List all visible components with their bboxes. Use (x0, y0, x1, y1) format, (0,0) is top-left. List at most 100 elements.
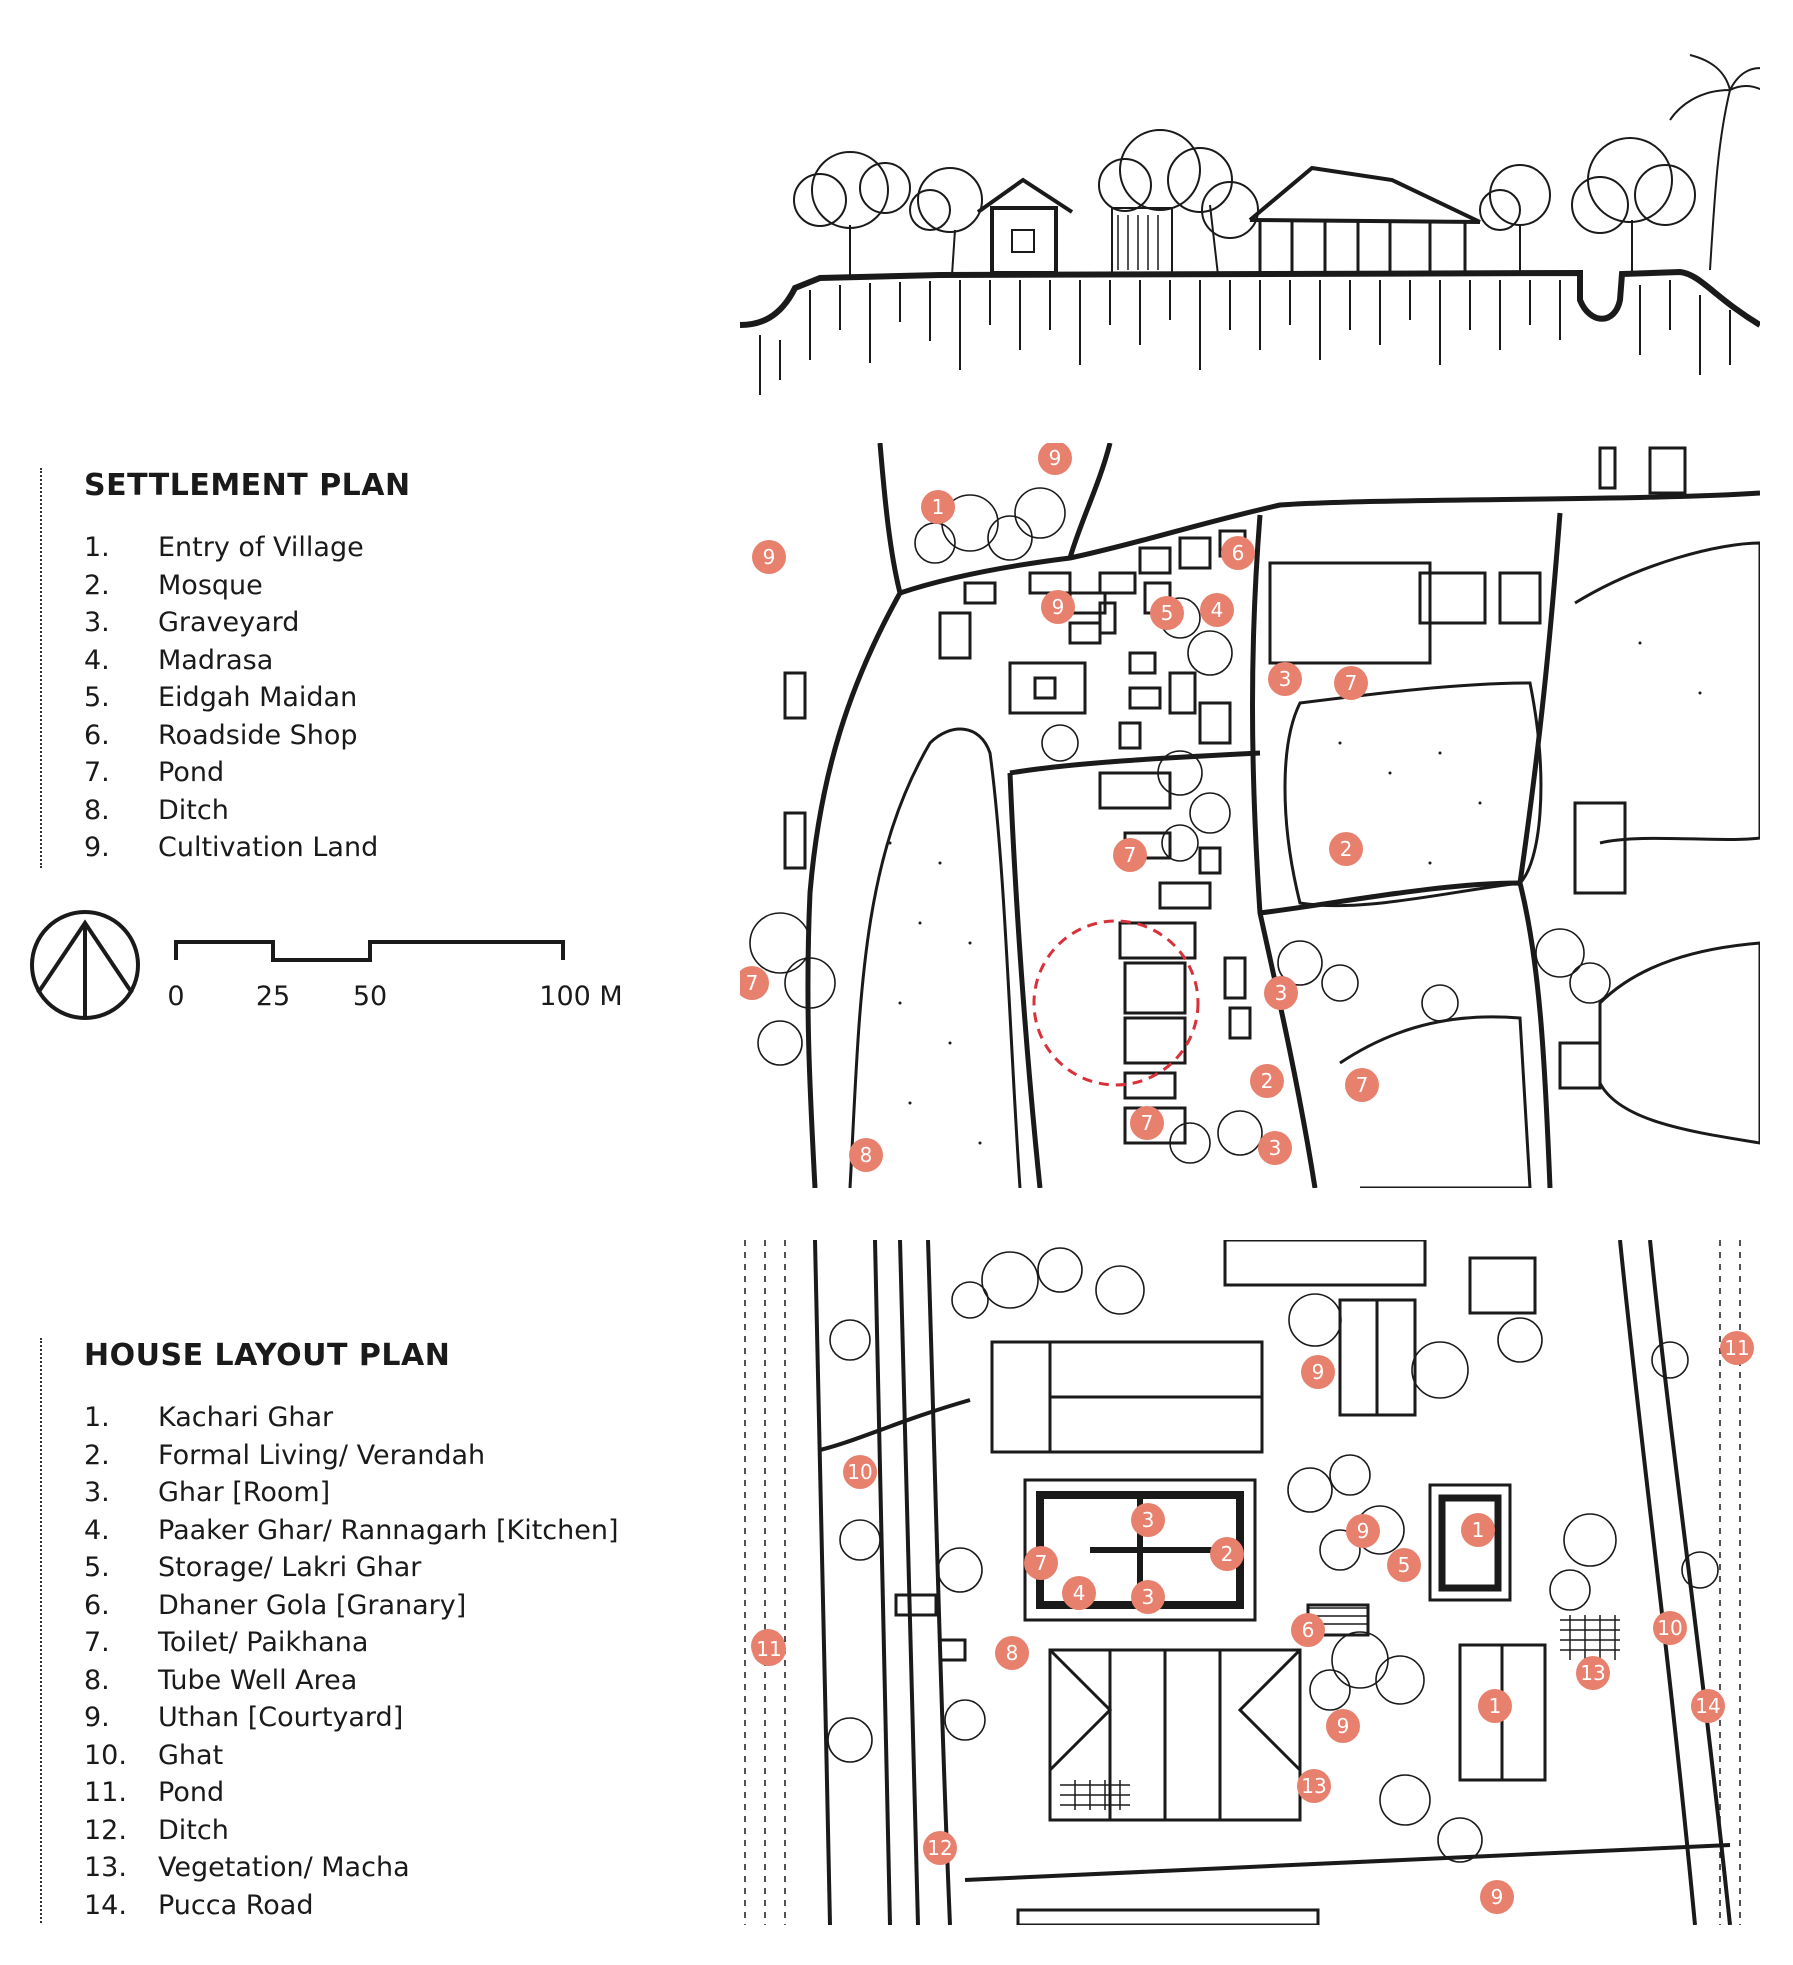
svg-text:1: 1 (1489, 1694, 1502, 1718)
legend-item: 14.Pucca Road (84, 1889, 314, 1921)
svg-text:7: 7 (1141, 1111, 1154, 1135)
svg-text:7: 7 (746, 971, 759, 995)
svg-text:5: 5 (1398, 1553, 1411, 1577)
tree-canopy (793, 54, 1760, 276)
legend-item: 13.Vegetation/ Macha (84, 1852, 410, 1883)
marker-badge: 11 (751, 1629, 785, 1663)
road-lines (813, 1240, 1732, 1925)
marker-badge: 4 (1062, 1576, 1096, 1610)
marker-badge: 9 (1301, 1355, 1335, 1389)
marker-badge: 3 (1258, 1131, 1292, 1165)
settlement-legend: SETTLEMENT PLAN 1.Entry of Village 2.Mos… (40, 468, 411, 868)
svg-text:8: 8 (860, 1143, 873, 1167)
svg-text:3: 3 (1279, 667, 1292, 691)
marker-badge: 7 (1130, 1106, 1164, 1140)
svg-text:10: 10 (1657, 1616, 1682, 1640)
marker-badge: 7 (1024, 1546, 1058, 1580)
legend-item: 6.Roadside Shop (84, 719, 358, 751)
svg-text:2: 2 (1221, 1542, 1234, 1566)
legend-item: 4.Madrasa (84, 644, 274, 676)
svg-text:7: 7 (1356, 1073, 1369, 1097)
svg-text:9: 9 (1049, 446, 1062, 470)
svg-text:12: 12 (927, 1836, 952, 1860)
scale-tick-label: 0 (167, 981, 184, 1012)
svg-text:7: 7 (1124, 843, 1137, 867)
legend-item: 9.Uthan [Courtyard] (84, 1702, 404, 1733)
svg-text:3: 3 (1142, 1508, 1155, 1532)
vegetation-scribbles (827, 1247, 1719, 1863)
settlement-plan-drawing: 9 1 9 6 9 5 4 3 7 7 2 7 3 2 7 7 3 8 (740, 443, 1760, 1188)
svg-text:5: 5 (1161, 601, 1174, 625)
legend-item: 1.Entry of Village (84, 532, 364, 563)
house-drawing (1248, 165, 1481, 274)
marker-badge: 7 (1113, 838, 1147, 872)
north-arrow-icon (30, 910, 140, 1020)
site-section-drawing (740, 40, 1760, 410)
svg-text:6: 6 (1302, 1618, 1315, 1642)
legend-item: 2.Formal Living/ Verandah (84, 1439, 486, 1471)
macha-hatch (1060, 1615, 1620, 1810)
svg-text:14: 14 (1695, 1694, 1720, 1718)
hut-drawing (976, 177, 1173, 275)
svg-text:11: 11 (755, 1634, 780, 1658)
svg-text:2: 2 (1261, 1069, 1274, 1093)
legend-item: 5.Storage/ Lakri Ghar (84, 1552, 422, 1583)
marker-badge: 13 (1297, 1769, 1331, 1803)
marker-badge: 7 (1345, 1068, 1379, 1102)
marker-badge: 9 (1326, 1709, 1360, 1743)
marker-badge: 3 (1264, 976, 1298, 1010)
legend-item: 4.Paaker Ghar/ Rannagarh [Kitchen] (84, 1514, 619, 1546)
svg-text:3: 3 (1275, 981, 1288, 1005)
legend-item: 5.Eidgah Maidan (84, 682, 358, 713)
svg-text:9: 9 (1337, 1714, 1350, 1738)
svg-text:13: 13 (1301, 1774, 1326, 1798)
soil-hatching (759, 280, 1731, 395)
svg-text:1: 1 (932, 495, 945, 519)
marker-badge: 1 (1461, 1513, 1495, 1547)
svg-text:2: 2 (1340, 837, 1353, 861)
svg-text:9: 9 (1491, 1885, 1504, 1909)
settlement-legend-list: 1.Entry of Village 2.Mosque 3.Graveyard … (84, 529, 411, 867)
legend-item: 2.Mosque (84, 569, 263, 601)
marker-badge: 12 (923, 1831, 957, 1865)
marker-badge: 6 (1291, 1613, 1325, 1647)
marker-badge: 3 (1131, 1503, 1165, 1537)
legend-item: 12.Ditch (84, 1814, 229, 1846)
house-layout-title: HOUSE LAYOUT PLAN (84, 1338, 451, 1373)
marker-badge: 3 (1268, 662, 1302, 696)
north-arrow-and-scale: 0 25 50 100 M (30, 910, 623, 1020)
marker-badge: 5 (1387, 1548, 1421, 1582)
marker-badge: 7 (1334, 666, 1368, 700)
legend-item: 11.Pond (84, 1777, 225, 1808)
legend-item: 7.Toilet/ Paikhana (84, 1627, 369, 1658)
marker-badge: 1 (921, 490, 955, 524)
legend-item: 10.Ghat (84, 1739, 224, 1771)
legend-item: 8.Tube Well Area (84, 1664, 358, 1696)
svg-text:1: 1 (1472, 1518, 1485, 1542)
legend-item: 7.Pond (84, 757, 225, 788)
svg-text:3: 3 (1142, 1585, 1155, 1609)
marker-badge: 8 (849, 1138, 883, 1172)
marker-badge: 2 (1250, 1064, 1284, 1098)
svg-text:13: 13 (1580, 1661, 1605, 1685)
scale-tick-label: 25 (256, 981, 290, 1012)
svg-text:9: 9 (1357, 1519, 1370, 1543)
marker-badge: 2 (1210, 1537, 1244, 1571)
marker-badge: 9 (1480, 1880, 1514, 1914)
vegetation-scribbles (749, 487, 1611, 1164)
svg-text:7: 7 (1345, 671, 1358, 695)
legend-item: 3.Ghar [Room] (84, 1477, 331, 1508)
legend-item: 9.Cultivation Land (84, 832, 379, 863)
marker-badge: 9 (1041, 590, 1075, 624)
house-layout-drawing: 11 9 10 3 2 9 1 7 4 5 3 6 10 11 8 13 1 1… (740, 1240, 1760, 1925)
marker-badge: 4 (1200, 593, 1234, 627)
marker-badge: 14 (1691, 1689, 1725, 1723)
svg-text:9: 9 (1052, 595, 1065, 619)
marker-badge: 1 (1478, 1689, 1512, 1723)
marker-badge: 2 (1329, 832, 1363, 866)
marker-badge: 13 (1576, 1656, 1610, 1690)
marker-badge: 9 (1346, 1514, 1380, 1548)
marker-badge: 3 (1131, 1580, 1165, 1614)
house-markers: 11 9 10 3 2 9 1 7 4 5 3 6 10 11 8 13 1 1… (751, 1355, 1725, 1914)
svg-text:7: 7 (1035, 1551, 1048, 1575)
